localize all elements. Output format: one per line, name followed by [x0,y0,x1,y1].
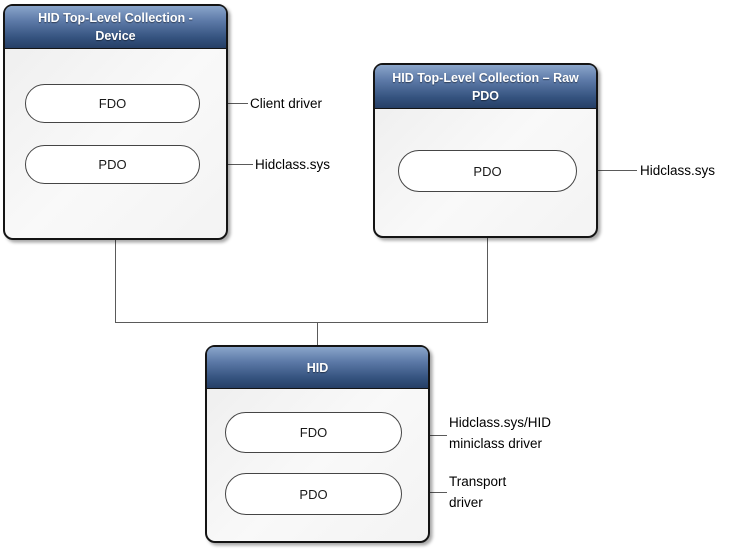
connector-horizontal-bus [115,322,488,323]
connector-device-box-drop [115,240,116,322]
device-pdo-node: PDO [25,145,200,184]
annotation-hidclass-device: Hidclass.sys [255,157,331,172]
hid-header: HID [207,347,428,389]
device-collection-box: HID Top-Level Collection - Device FDO PD… [3,4,228,240]
annotation-client-driver: Client driver [250,96,323,111]
hid-fdo-label: FDO [299,425,328,440]
connector-rawpdo-box-drop [487,238,488,322]
device-pdo-label: PDO [98,157,127,172]
hid-pdo-node: PDO [225,473,402,515]
annotation-hidclass-raw: Hidclass.sys [640,163,716,178]
annotation-miniclass-driver: Hidclass.sys/HID miniclass driver [449,415,552,451]
hid-box: HID FDO PDO [205,345,430,543]
hid-fdo-node: FDO [225,412,402,453]
device-collection-header: HID Top-Level Collection - Device [5,6,226,49]
raw-pdo-collection-box: HID Top-Level Collection – Raw PDO PDO [373,63,598,238]
raw-pdo-node: PDO [398,150,577,192]
device-fdo-node: FDO [25,84,200,123]
device-fdo-label: FDO [98,96,127,111]
raw-pdo-collection-header: HID Top-Level Collection – Raw PDO [375,65,596,109]
device-collection-title: HID Top-Level Collection - Device [38,11,193,43]
hid-title: HID [306,360,329,375]
annotation-transport-driver: Transport driver [449,474,507,510]
raw-pdo-label: PDO [473,163,502,179]
hid-pdo-label: PDO [299,486,328,502]
raw-pdo-collection-title: HID Top-Level Collection – Raw PDO [392,70,579,103]
leader-line-hidclass-raw [577,170,637,171]
connector-hid-box-rise [317,322,318,345]
